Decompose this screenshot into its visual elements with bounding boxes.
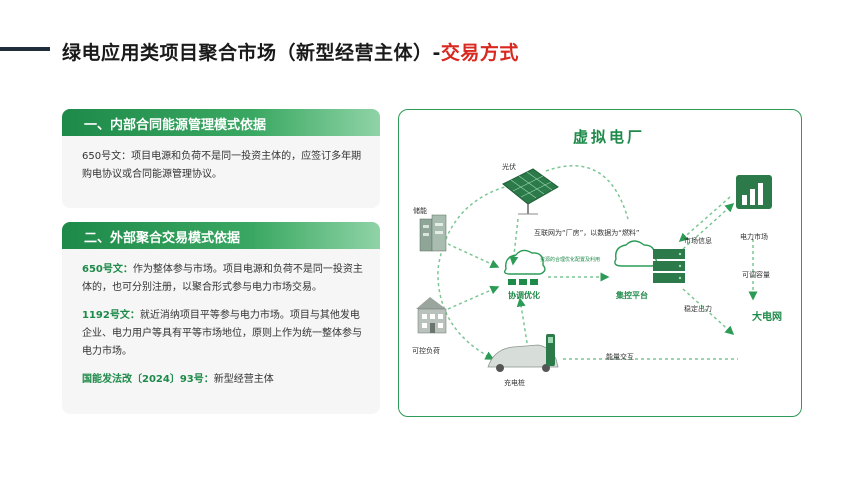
storage-icon <box>419 214 447 252</box>
pv-panel-icon <box>502 168 559 215</box>
vpp-diagram <box>416 165 772 372</box>
doc-650-text: 作为整体参与市场。项目电源和负荷不是同一投资主体的，也可分别注册，以聚合形式参与… <box>82 264 363 293</box>
adjust-capacity-label: 可调容量 <box>742 271 770 279</box>
load-coord-arrow <box>447 285 500 310</box>
outer-cycle-arc-left <box>437 183 517 360</box>
storage-label: 储能 <box>413 207 427 215</box>
doc-93-text: 新型经营主体 <box>213 374 274 385</box>
platform-market-arrow <box>682 202 735 250</box>
platform-label: 集控平台 <box>616 291 648 300</box>
page-title-accent: 交易方式 <box>440 42 519 64</box>
vpp-diagram-frame <box>398 109 802 417</box>
coord-label: 协调优化 <box>508 291 540 300</box>
doc-650-paragraph: 650号文：作为整体参与市场。项目电源和负荷不是同一投资主体的，也可分别注册，以… <box>82 261 364 297</box>
storage-coord-arrow <box>447 243 500 268</box>
doc-93-paragraph: 国能发法改〔2024〕93号：新型经营主体 <box>82 371 364 389</box>
doc-93-label: 国能发法改〔2024〕93号： <box>82 374 214 385</box>
title-accent-bar <box>0 47 50 51</box>
doc-1192-text: 就近消纳项目平等参与电力市场。项目与其他发电企业、电力用户等具有平等市场地位，原… <box>82 310 362 357</box>
charger-coord-arrow <box>516 297 529 350</box>
charger-label: 充电桩 <box>504 379 525 387</box>
external-mode-heading: 二、外部聚合交易模式依据 <box>62 222 380 249</box>
doc-1192-label: 1192号文： <box>82 310 140 321</box>
energy-exchange-label: 能量交互 <box>606 353 634 361</box>
pv-coord-arrow <box>509 218 519 266</box>
resource-caption: 资源的合理优化配置及利用 <box>540 257 601 263</box>
power-market-icon <box>736 175 772 209</box>
doc-650-label: 650号文： <box>82 264 133 275</box>
market-platform-arrow <box>678 196 731 242</box>
internal-mode-heading: 一、内部合同能源管理模式依据 <box>62 109 380 136</box>
platform-grid-arrow <box>682 288 735 336</box>
pv-label: 光伏 <box>502 163 516 171</box>
vpp-title: 虚拟电厂 <box>573 128 646 146</box>
outer-cycle-arc-top <box>545 165 629 220</box>
doc-1192-paragraph: 1192号文：就近消纳项目平等参与电力市场。项目与其他发电企业、电力用户等具有平… <box>82 307 364 361</box>
building-icon <box>416 297 447 334</box>
ev-charger-icon <box>487 334 559 372</box>
market-info-label: 市场信息 <box>684 237 712 245</box>
internal-mode-text: 650号文：项目电源和负荷不是同一投资主体的，应签订多年期购电协议或合同能源管理… <box>82 151 362 180</box>
internal-mode-card: 一、内部合同能源管理模式依据 650号文：项目电源和负荷不是同一投资主体的，应签… <box>62 109 380 208</box>
external-mode-card: 二、外部聚合交易模式依据 650号文：作为整体参与市场。项目电源和负荷不是同一投… <box>62 222 380 414</box>
internet-caption: 互联网为“厂房”，以数据为“燃料” <box>534 229 640 237</box>
coord-cloud-icon <box>503 249 546 285</box>
page-title: 绿电应用类项目聚合市场（新型经营主体）-交易方式 <box>62 38 519 65</box>
load-label: 可控负荷 <box>412 347 440 355</box>
stable-output-label: 稳定出力 <box>684 305 712 313</box>
page-title-main: 绿电应用类项目聚合市场（新型经营主体）- <box>62 42 441 64</box>
grid-label: 大电网 <box>752 312 782 323</box>
market-label: 电力市场 <box>740 233 768 241</box>
control-platform-icon <box>614 240 685 283</box>
